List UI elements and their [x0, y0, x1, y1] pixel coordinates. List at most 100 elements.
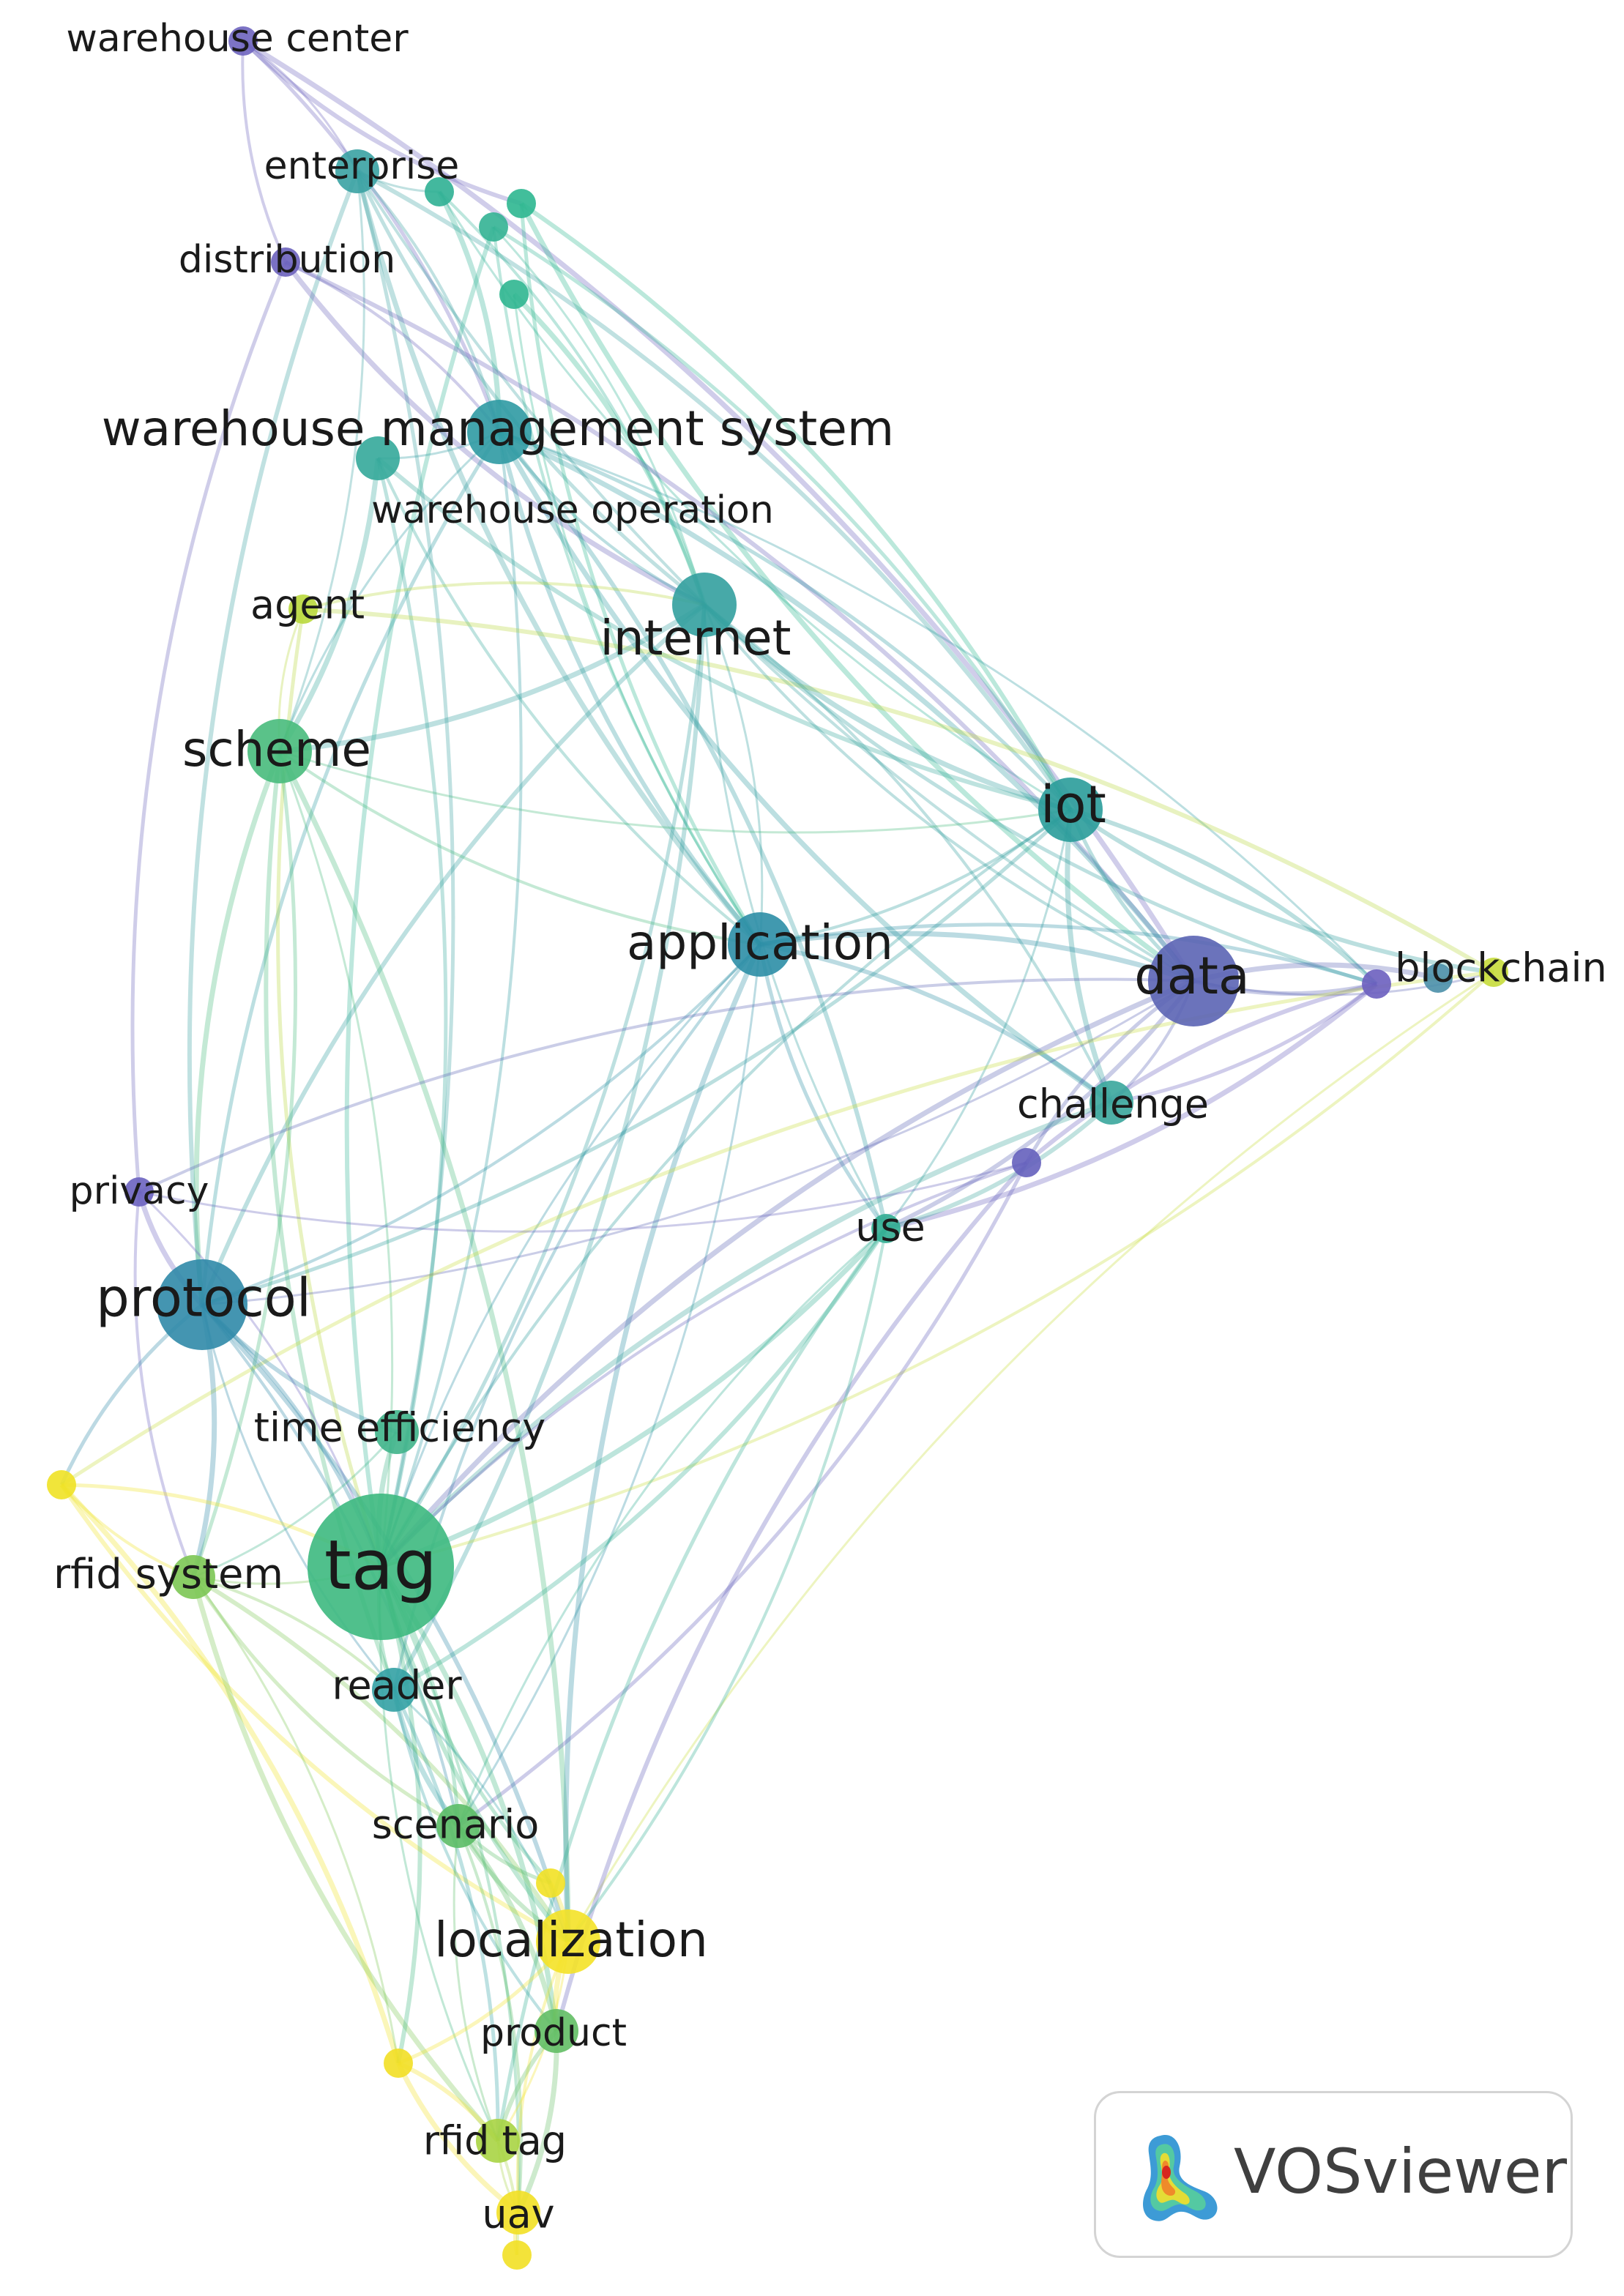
node-enterprise[interactable]	[335, 149, 379, 193]
edge-scenario-to-uav	[457, 1825, 523, 2213]
vosviewer-logo-box: VOSviewer	[1094, 2091, 1573, 2258]
node-rfid-tag[interactable]	[476, 2119, 520, 2163]
edge-blockchain-c-to-tag	[380, 971, 1495, 1568]
edge-iot-to-application	[759, 808, 1072, 946]
edge-data-to-use	[884, 980, 1196, 1231]
node-enterprise-e[interactable]	[499, 280, 529, 309]
edge-tag-to-rfid-tag	[379, 1566, 499, 2142]
edge-distribution-to-internet	[283, 260, 706, 608]
edge-challenge-to-use	[885, 1100, 1114, 1231]
edge-enterprise-e-to-application	[513, 294, 761, 945]
edge-enterprise-to-iot	[356, 169, 1073, 811]
node-iot[interactable]	[1038, 778, 1103, 842]
edge-enterprise-d-to-application	[492, 226, 761, 946]
edge-internet-to-reader	[392, 604, 707, 1691]
node-warehouse-management-system[interactable]	[467, 400, 532, 464]
node-reader[interactable]	[372, 1668, 416, 1712]
node-tag[interactable]	[308, 1494, 454, 1640]
edge-product-to-uav	[515, 2030, 559, 2214]
edge-data-to-tag	[379, 978, 1195, 1569]
label-blockchain: blockchain	[1395, 945, 1607, 991]
edge-left-yellow-to-localization	[59, 1483, 570, 1944]
node-scheme[interactable]	[247, 719, 312, 783]
node-enterprise-c[interactable]	[507, 189, 536, 218]
edge-use-to-scenario	[457, 1227, 887, 1827]
edge-reader-to-localization	[392, 1688, 570, 1942]
edge-scenario-to-rfid-tag	[452, 1825, 499, 2142]
node-warehouse-operation[interactable]	[356, 436, 400, 480]
edge-distribution-to-data	[284, 260, 1196, 983]
node-privacy[interactable]	[124, 1177, 154, 1207]
edge-application-to-tag	[379, 943, 761, 1568]
node-blockchain[interactable]	[1362, 969, 1391, 999]
label-reader: reader	[332, 1663, 462, 1709]
node-use[interactable]	[871, 1214, 901, 1243]
node-distribution[interactable]	[271, 247, 300, 277]
edge-enterprise-e-to-internet	[512, 292, 707, 606]
node-left-yellow[interactable]	[47, 1470, 76, 1499]
node-scenario-b[interactable]	[536, 1868, 565, 1898]
edge-challenge-to-tag	[379, 1100, 1113, 1569]
node-application[interactable]	[728, 912, 792, 977]
node-bottom-left-yellow[interactable]	[384, 2049, 413, 2078]
label-enterprise: enterprise	[264, 144, 460, 188]
node-data[interactable]	[1148, 936, 1239, 1026]
node-agent[interactable]	[288, 594, 318, 624]
node-challenge-b[interactable]	[1012, 1148, 1041, 1177]
node-internet[interactable]	[672, 573, 737, 637]
label-uav: uav	[482, 2191, 554, 2237]
edge-warehouse-center-to-enterprise	[242, 40, 359, 172]
node-time-efficiency[interactable]	[375, 1410, 419, 1454]
edge-iot-to-blockchain	[1070, 808, 1379, 986]
node-warehouse-center[interactable]	[228, 26, 258, 56]
node-blockchain-b[interactable]	[1423, 963, 1453, 993]
edge-application-to-localization	[563, 943, 763, 1942]
node-uav[interactable]	[496, 2191, 540, 2234]
edge-warehouse-center-to-warehouse-management-system	[242, 40, 502, 433]
edge-scheme-to-application	[278, 750, 761, 946]
edge-internet-to-scheme	[279, 603, 706, 754]
edge-enterprise-b-to-warehouse-management-system	[436, 190, 502, 433]
label-data: data	[1134, 946, 1250, 1006]
edge-blockchain-c-to-left-yellow	[60, 970, 1494, 1487]
node-blockchain-c[interactable]	[1479, 958, 1508, 987]
node-challenge[interactable]	[1090, 1081, 1133, 1125]
edge-enterprise-to-scheme	[278, 171, 365, 752]
node-enterprise-b[interactable]	[425, 177, 454, 206]
edge-rfid-system-to-localization	[192, 1575, 570, 1943]
node-protocol[interactable]	[157, 1259, 247, 1350]
edge-enterprise-c-to-iot	[520, 201, 1073, 811]
edge-warehouse-management-system-to-iot	[499, 430, 1072, 811]
node-uav-b[interactable]	[502, 2240, 532, 2270]
edge-enterprise-to-protocol	[187, 170, 360, 1305]
edge-use-to-rfid-tag	[496, 1227, 888, 2142]
label-internet: internet	[600, 610, 791, 666]
edge-warehouse-operation-to-tag	[376, 458, 448, 1568]
label-challenge: challenge	[1017, 1081, 1209, 1128]
edge-protocol-to-reader	[201, 1304, 395, 1691]
edge-agent-to-blockchain-c	[302, 607, 1495, 974]
edge-warehouse-operation-to-iot	[376, 456, 1071, 812]
label-localization: localization	[434, 1912, 708, 1968]
edge-reader-to-rfid-tag	[392, 1688, 500, 2142]
edge-tag-to-uav	[379, 1566, 521, 2213]
node-rfid-system[interactable]	[171, 1555, 215, 1599]
node-product[interactable]	[534, 2009, 578, 2053]
node-enterprise-d[interactable]	[479, 212, 508, 242]
edge-enterprise-to-application	[354, 171, 762, 947]
edge-warehouse-management-system-to-blockchain	[499, 430, 1378, 985]
edge-distribution-to-warehouse-management-system	[285, 261, 501, 433]
node-localization[interactable]	[536, 1909, 600, 1974]
edge-internet-to-data	[703, 603, 1194, 983]
edge-enterprise-c-to-data	[518, 202, 1196, 983]
edge-application-to-challenge	[759, 942, 1113, 1105]
edge-enterprise-d-to-tag	[344, 226, 496, 1568]
edge-challenge-b-to-scenario	[457, 1161, 1029, 1828]
edge-enterprise-b-to-internet	[438, 190, 706, 605]
node-scenario[interactable]	[436, 1804, 480, 1848]
edge-rfid-system-to-reader	[193, 1576, 395, 1691]
edge-data-to-privacy	[138, 977, 1194, 1193]
edge-rfid-system-to-scenario	[191, 1576, 460, 1828]
label-time-efficiency: time efficiency	[254, 1405, 545, 1451]
